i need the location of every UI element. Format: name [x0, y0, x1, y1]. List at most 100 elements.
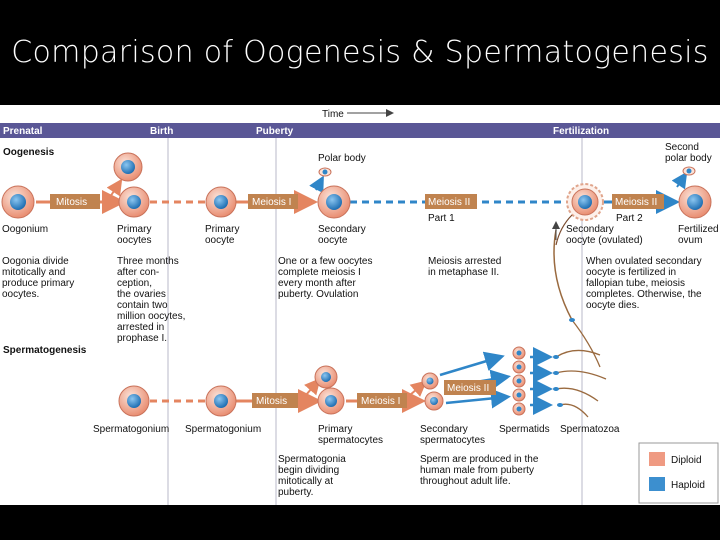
- legend-haploid-label: Haploid: [671, 480, 705, 491]
- oogonium-label: Oogonium: [2, 224, 48, 235]
- note-one-or-few: One or a few oocytes complete meiosis I …: [278, 256, 373, 300]
- secondary-oocyte-cell: [317, 185, 351, 219]
- svg-text:human male from puberty: human male from puberty: [420, 465, 534, 476]
- sperm-path-curve: [553, 229, 573, 321]
- svg-text:puberty.: puberty.: [278, 487, 313, 498]
- svg-text:Sperm are produced in the: Sperm are produced in the: [420, 454, 539, 465]
- svg-text:oocyte is fertilized in: oocyte is fertilized in: [586, 267, 676, 278]
- note-sperm: Sperm are produced in the human male fro…: [420, 454, 539, 487]
- fertilized-ovum-label-2: ovum: [678, 235, 702, 246]
- svg-text:ception,: ception,: [117, 278, 152, 289]
- timeline-band: [0, 123, 720, 138]
- note-three-months: Three months after con- ception, the ova…: [117, 256, 185, 344]
- primary-oocyte-upper-cell: [113, 152, 143, 182]
- primary-oocyte-label-2: oocyte: [205, 235, 235, 246]
- svg-text:oocyte dies.: oocyte dies.: [586, 300, 639, 311]
- oo-meiosis2a-box: [425, 194, 477, 209]
- oo-meiosis1-label: Meiosis I: [252, 197, 291, 208]
- primary-oocyte-puberty-cell: [205, 186, 237, 218]
- svg-text:in metaphase II.: in metaphase II.: [428, 267, 499, 278]
- oo-part1-label: Part 1: [428, 213, 455, 224]
- oogonium-cell: [1, 185, 35, 219]
- fertilized-ovum-cell: [678, 185, 712, 219]
- secondary-spermatocytes-label-1: Secondary: [420, 424, 468, 435]
- oo-mitosis-label: Mitosis: [56, 197, 87, 208]
- polar-body-label: Polar body: [318, 153, 366, 164]
- timeline-prenatal: Prenatal: [3, 126, 43, 137]
- primary-spermatocytes-label-2: spermatocytes: [318, 435, 383, 446]
- svg-text:oocytes.: oocytes.: [2, 289, 39, 300]
- sp-arrow-to-meiosis2: [439, 351, 505, 377]
- primary-spermatocytes-label-1: Primary: [318, 424, 352, 435]
- sp-mitosis-box: [252, 393, 298, 408]
- svg-text:after con-: after con-: [117, 267, 159, 278]
- sp-meiosis1-box: [357, 393, 407, 408]
- oo-arrow-second-polar: [671, 171, 688, 190]
- svg-text:prophase I.: prophase I.: [117, 333, 167, 344]
- secondary-spermatocytes-label-2: spermatocytes: [420, 435, 485, 446]
- spermatozoa-label: Spermatozoa: [560, 424, 620, 435]
- spermatid-cells: [512, 346, 526, 416]
- spermatogonium-cell-1: [118, 385, 150, 417]
- note-oogonia: Oogonia divide mitotically and produce p…: [2, 256, 74, 300]
- sp-meiosis1-label: Meiosis I: [361, 396, 400, 407]
- svg-text:contain two: contain two: [117, 300, 168, 311]
- sp-arrow-meiosis1-up: [409, 380, 428, 397]
- svg-text:Meiosis arrested: Meiosis arrested: [428, 256, 501, 267]
- primary-oocytes-label-2: oocytes: [117, 235, 151, 246]
- primary-oocyte-cell: [118, 186, 150, 218]
- oo-meiosis2b-box: [612, 194, 664, 209]
- sp-arrow-haploid-2: [445, 388, 511, 409]
- note-arrested: Meiosis arrested in metaphase II.: [428, 256, 501, 278]
- oo-meiosis2a-label: Meiosis II: [428, 197, 470, 208]
- legend-diploid-swatch: [649, 452, 665, 466]
- sp-meiosis2-box: [444, 380, 496, 395]
- gametogenesis-diagram: Time Prenatal Birth Puberty Fertilizatio…: [0, 105, 720, 505]
- spermatids-label: Spermatids: [499, 424, 550, 435]
- svg-text:every month after: every month after: [278, 278, 356, 289]
- section-oogenesis: Oogenesis: [3, 147, 55, 158]
- svg-text:complete meiosis I: complete meiosis I: [278, 267, 361, 278]
- sp-meiosis2-label: Meiosis II: [447, 383, 489, 394]
- oo-arrow-polar: [309, 175, 324, 194]
- oo-part2-label: Part 2: [616, 213, 643, 224]
- legend-diploid-label: Diploid: [671, 455, 702, 466]
- sp-arrow-mitosis-up: [304, 377, 321, 396]
- section-spermatogenesis: Spermatogenesis: [3, 345, 87, 356]
- ovulated-oocyte-label-2: oocyte (ovulated): [566, 235, 643, 246]
- primary-spermatocyte-cell-upper: [314, 365, 338, 389]
- primary-spermatocyte-cell: [317, 387, 345, 415]
- svg-text:mitotically and: mitotically and: [2, 267, 65, 278]
- sp-mitosis-label: Mitosis: [256, 396, 287, 407]
- svg-text:completes. Otherwise, the: completes. Otherwise, the: [586, 289, 702, 300]
- svg-text:One or a few oocytes: One or a few oocytes: [278, 256, 373, 267]
- timeline-birth: Birth: [150, 126, 173, 137]
- primary-oocyte-label-1: Primary: [205, 224, 239, 235]
- svg-text:produce primary: produce primary: [2, 278, 74, 289]
- polar-body-cell: [318, 167, 332, 177]
- spermatogonium-label-1: Spermatogonium: [93, 424, 169, 435]
- primary-oocytes-label-1: Primary: [117, 224, 151, 235]
- slide-title: Comparison of Oogenesis & Spermatogenesi…: [11, 35, 709, 70]
- oo-meiosis1-box: [248, 194, 298, 209]
- svg-text:mitotically at: mitotically at: [278, 476, 333, 487]
- ovulated-oocyte-label-1: Secondary: [566, 224, 614, 235]
- timeline-puberty: Puberty: [256, 126, 294, 137]
- time-label: Time: [322, 109, 344, 120]
- svg-text:fallopian tube, meiosis: fallopian tube, meiosis: [586, 278, 685, 289]
- note-when-ovulated: When ovulated secondary oocyte is fertil…: [586, 256, 702, 311]
- oo-meiosis2b-label: Meiosis II: [615, 197, 657, 208]
- spermatogonium-label-2: Spermatogonium: [185, 424, 261, 435]
- svg-text:begin dividing: begin dividing: [278, 465, 339, 476]
- spermatogonium-cell-2: [205, 385, 237, 417]
- svg-text:Spermatogonia: Spermatogonia: [278, 454, 346, 465]
- oo-arrow-mitosis-up: [106, 178, 123, 198]
- note-spermatogonia: Spermatogonia begin dividing mitotically…: [278, 454, 346, 498]
- svg-text:million oocytes,: million oocytes,: [117, 311, 185, 322]
- timeline-fertilization: Fertilization: [553, 126, 609, 137]
- second-polar-body-label-2: polar body: [665, 153, 712, 164]
- spermatozoa-icons: [553, 318, 607, 418]
- svg-text:puberty. Ovulation: puberty. Ovulation: [278, 289, 358, 300]
- svg-text:the ovaries: the ovaries: [117, 289, 166, 300]
- svg-text:Oogonia divide: Oogonia divide: [2, 256, 69, 267]
